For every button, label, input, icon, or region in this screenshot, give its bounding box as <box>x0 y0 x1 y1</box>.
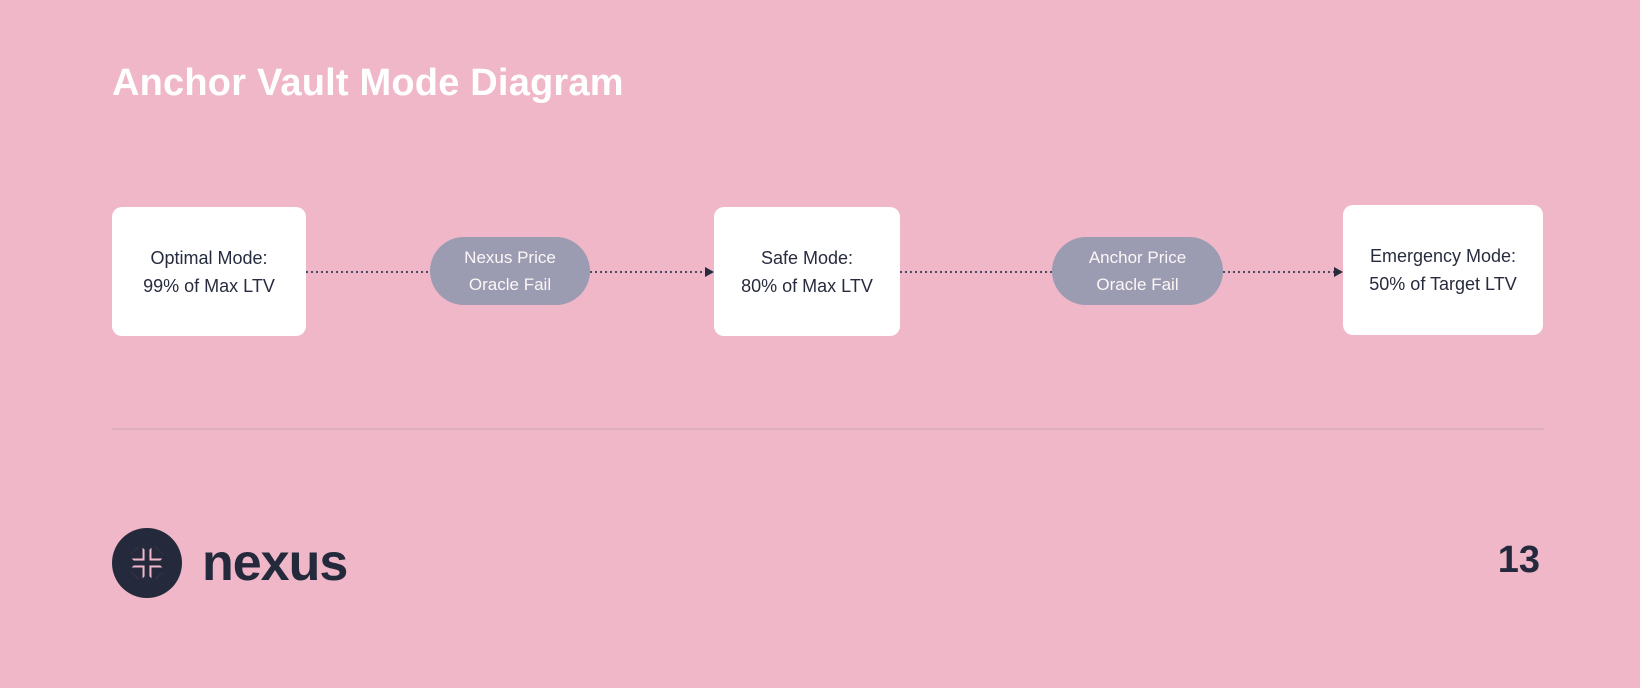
event-node-anchor-price-oracle-fail: Anchor Price Oracle Fail <box>1052 237 1223 305</box>
dotted-line <box>590 271 705 273</box>
state-node-label-line2: 50% of Target LTV <box>1369 274 1517 294</box>
nexus-logo-icon <box>112 528 182 598</box>
connector-nexus-oracle-to-safe <box>590 266 714 278</box>
dotted-line <box>900 271 1052 273</box>
state-node-label-line2: 80% of Max LTV <box>741 275 873 296</box>
arrowhead-right-icon <box>1334 267 1343 277</box>
event-node-label-line1: Anchor Price <box>1088 248 1187 267</box>
connector-optimal-to-nexus-oracle <box>306 266 430 278</box>
state-node-emergency-mode: Emergency Mode: 50% of Target LTV <box>1343 205 1543 335</box>
arrowhead-right-icon <box>705 267 714 277</box>
state-node-label-line1: Emergency Mode: <box>1369 246 1517 266</box>
event-node-label-line1: Nexus Price <box>464 248 556 267</box>
state-node-optimal-mode: Optimal Mode: 99% of Max LTV <box>112 207 306 336</box>
page-number: 13 <box>1497 539 1540 581</box>
event-node-nexus-price-oracle-fail: Nexus Price Oracle Fail <box>430 237 590 305</box>
state-node-safe-mode: Safe Mode: 80% of Max LTV <box>714 207 900 336</box>
event-node-label-line2: Oracle Fail <box>468 275 552 294</box>
connector-anchor-oracle-to-emergency <box>1223 266 1343 278</box>
nexus-wordmark: nexus <box>202 534 348 592</box>
event-node-label-line2: Oracle Fail <box>1096 275 1179 294</box>
dotted-line <box>306 271 430 273</box>
slide-title: Anchor Vault Mode Diagram <box>112 62 624 104</box>
state-node-label-line1: Safe Mode: <box>760 247 854 268</box>
connector-safe-to-anchor-oracle <box>900 266 1052 278</box>
state-node-label-line1: Optimal Mode: <box>150 247 268 268</box>
footer-divider <box>112 428 1544 430</box>
dotted-line <box>1223 271 1334 273</box>
state-node-label-line2: 99% of Max LTV <box>143 275 275 296</box>
